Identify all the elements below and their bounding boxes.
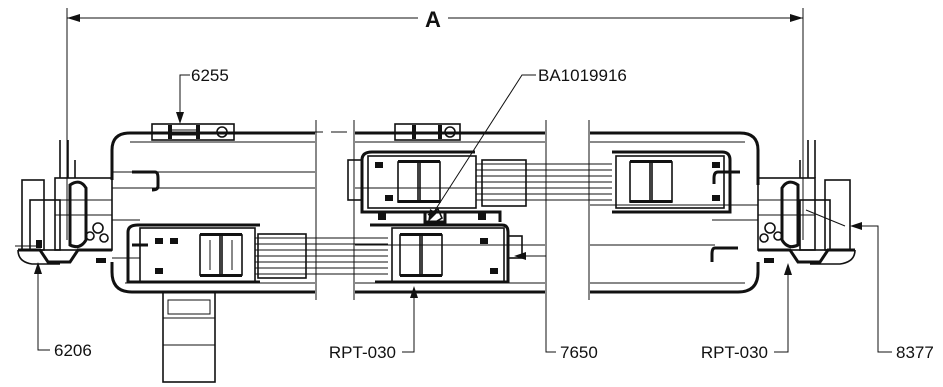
callout-6206: 6206 <box>34 262 92 360</box>
callout-6255: 6255 <box>176 66 229 124</box>
callout-label-8377: 8377 <box>896 343 934 362</box>
callout-label-rpt030-left: RPT-030 <box>329 343 396 362</box>
callout-label-6206: 6206 <box>54 341 92 360</box>
callout-8377: 8377 <box>850 222 934 362</box>
callout-label-7650: 7650 <box>560 343 598 362</box>
dimension-label-a: A <box>425 7 441 32</box>
callout-label-rpt030-right: RPT-030 <box>701 343 768 362</box>
callout-label-ba1019916: BA1019916 <box>538 66 627 85</box>
right-jamb <box>757 140 856 265</box>
top-track-header <box>151 123 461 141</box>
callout-label-6255: 6255 <box>191 66 229 85</box>
callout-rpt030-left: RPT-030 <box>329 286 418 362</box>
left-jamb <box>15 140 113 265</box>
frame-track <box>110 131 760 294</box>
callout-ba1019916: BA1019916 <box>428 66 627 222</box>
callout-rpt030-right: RPT-030 <box>701 263 792 362</box>
callout-7650: 7650 <box>514 252 598 362</box>
lower-panel <box>126 223 523 383</box>
dimension-a: A <box>66 7 804 240</box>
break-gaps <box>315 120 590 300</box>
